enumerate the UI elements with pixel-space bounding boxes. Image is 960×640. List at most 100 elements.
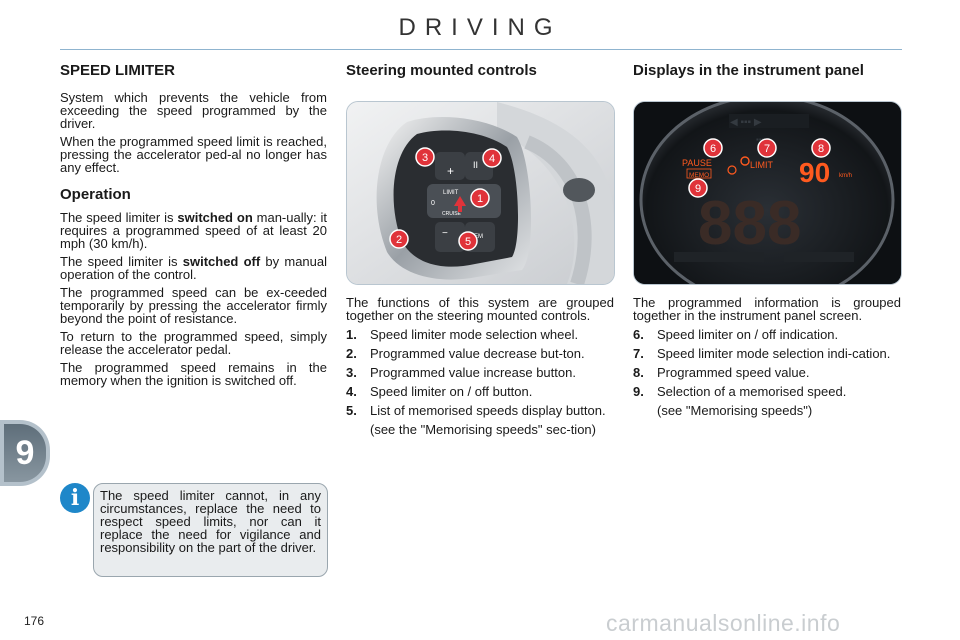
column-instrument-displays: Displays in the instrument panel bbox=[633, 62, 901, 79]
steering-wheel-icon bbox=[727, 165, 737, 175]
list-item: 2. Programmed value decrease but-ton. bbox=[346, 347, 614, 360]
list-item: 5. List of memorised speeds display butto… bbox=[346, 404, 614, 417]
displays-note: (see "Memorising speeds") bbox=[657, 403, 813, 418]
text-run: by manual operation of the control. bbox=[60, 254, 328, 282]
steering-controls-description: The functions of this system are grouped… bbox=[346, 296, 614, 442]
info-box: The speed limiter cannot, in any circums… bbox=[93, 483, 328, 577]
emphasis-switched-off: switched off bbox=[182, 254, 261, 269]
badge-3: 3 bbox=[415, 147, 435, 167]
item-number: 5. bbox=[346, 403, 357, 418]
instrument-displays-description: The programmed information is grouped to… bbox=[633, 296, 901, 423]
steering-wheel-illustration: + II LIMIT CRUISE 0 − MEM 1 2 3 4 5 bbox=[347, 102, 614, 284]
operation-paragraph-2: The speed limiter is switched off by man… bbox=[60, 255, 327, 281]
info-text: The speed limiter cannot, in any circums… bbox=[100, 488, 321, 555]
list-item: 1. Speed limiter mode selection wheel. bbox=[346, 328, 614, 341]
item-number: 8. bbox=[633, 365, 644, 380]
info-note: i The speed limiter cannot, in any circu… bbox=[60, 483, 328, 577]
page-number: 176 bbox=[24, 614, 45, 628]
operation-heading: Operation bbox=[60, 186, 131, 203]
programmed-speed-value: 90 bbox=[799, 157, 830, 188]
emphasis-switched-on: switched on bbox=[177, 210, 253, 225]
svg-text:7: 7 bbox=[764, 143, 770, 155]
badge-6: 6 bbox=[703, 138, 723, 158]
item-number: 7. bbox=[633, 346, 644, 361]
svg-text:2: 2 bbox=[396, 234, 402, 246]
limiter-icon bbox=[740, 156, 750, 166]
instrument-displays-list: 6.Speed limiter on / off indication. 7. S… bbox=[633, 328, 901, 398]
limit-indicator: LIMIT bbox=[750, 160, 774, 170]
steering-note: (see the "Memorising speeds" sec-tion) bbox=[370, 422, 596, 437]
operation-paragraph-4: To return to the programmed speed, simpl… bbox=[60, 329, 327, 357]
page-title: DRIVING bbox=[398, 14, 562, 41]
item-text: Speed limiter on / off indication. bbox=[657, 327, 839, 342]
limit-label: LIMIT bbox=[443, 190, 459, 196]
item-number: 9. bbox=[633, 384, 644, 399]
badge-5: 5 bbox=[458, 231, 478, 251]
minus-label: − bbox=[442, 228, 448, 239]
displays-heading: Displays in the instrument panel bbox=[633, 62, 864, 79]
speed-limiter-heading: SPEED LIMITER bbox=[60, 62, 176, 79]
steering-controls-list: 1. Speed limiter mode selection wheel. 2.… bbox=[346, 328, 614, 417]
item-text: Programmed value decrease but-ton. bbox=[370, 346, 585, 361]
pause-indicator: PAUSE bbox=[682, 158, 712, 168]
badge-8: 8 bbox=[811, 138, 831, 158]
intro-paragraph-2: When the programmed speed limit is reach… bbox=[60, 134, 327, 175]
item-text: Programmed value increase button. bbox=[370, 365, 576, 380]
column-speed-limiter: SPEED LIMITER System which prevents the … bbox=[60, 62, 327, 392]
operation-paragraph-1: The speed limiter is switched on man-ual… bbox=[60, 211, 327, 250]
list-item: 7. Speed limiter mode selection indi-cati… bbox=[633, 347, 901, 360]
svg-text:5: 5 bbox=[465, 236, 471, 248]
svg-text:◀ ▪▪▪ ▶: ◀ ▪▪▪ ▶ bbox=[730, 117, 762, 128]
steering-controls-heading: Steering mounted controls bbox=[346, 62, 537, 79]
chapter-number: 9 bbox=[4, 424, 46, 482]
item-number: 4. bbox=[346, 384, 357, 399]
badge-9: 9 bbox=[688, 178, 708, 198]
list-item: 8. Programmed speed value. bbox=[633, 366, 901, 379]
intro-paragraph-1: System which prevents the vehicle from e… bbox=[60, 90, 327, 131]
badge-1: 1 bbox=[470, 188, 490, 208]
plus-label: + bbox=[447, 164, 454, 178]
instrument-panel-image: ◀ ▪▪▪ ▶ ▪▪▪▪ PAUSE LIMIT MEMO 90 km/h 88… bbox=[633, 101, 902, 285]
zero-label: 0 bbox=[431, 200, 435, 207]
svg-text:8: 8 bbox=[818, 143, 824, 155]
svg-text:9: 9 bbox=[695, 183, 701, 195]
item-number: 3. bbox=[346, 365, 357, 380]
svg-text:6: 6 bbox=[710, 143, 716, 155]
svg-text:1: 1 bbox=[477, 193, 483, 205]
item-text: Programmed speed value. bbox=[657, 365, 810, 380]
displays-intro: The programmed information is grouped to… bbox=[633, 295, 901, 323]
text-run: man-ually: it requires a programmed spee… bbox=[60, 210, 327, 251]
item-number: 2. bbox=[346, 346, 357, 361]
chapter-tab: 9 bbox=[0, 420, 50, 486]
svg-text:3: 3 bbox=[422, 152, 428, 164]
title-rule bbox=[60, 49, 902, 50]
info-icon: i bbox=[60, 483, 90, 513]
digital-readout-background: 888 bbox=[698, 189, 801, 258]
arrow-up-icon bbox=[454, 196, 466, 212]
item-number: 1. bbox=[346, 327, 357, 342]
list-item: 4.Speed limiter on / off button. bbox=[346, 385, 614, 398]
text-run: The speed limiter is bbox=[60, 210, 178, 225]
text-run: The speed limiter is bbox=[60, 254, 183, 269]
instrument-panel-illustration: ◀ ▪▪▪ ▶ ▪▪▪▪ PAUSE LIMIT MEMO 90 km/h 88… bbox=[634, 102, 901, 284]
cruise-label: CRUISE bbox=[442, 211, 462, 217]
steering-intro: The functions of this system are grouped… bbox=[346, 295, 614, 323]
badge-2: 2 bbox=[389, 229, 409, 249]
steering-controls-image: + II LIMIT CRUISE 0 − MEM 1 2 3 4 5 bbox=[346, 101, 615, 285]
column-steering-controls: Steering mounted controls bbox=[346, 62, 614, 79]
operation-paragraph-3: The programmed speed can be ex-ceeded te… bbox=[60, 285, 327, 326]
badge-4: 4 bbox=[482, 148, 502, 168]
list-item: 3. Programmed value increase button. bbox=[346, 366, 614, 379]
pause-label: II bbox=[473, 160, 478, 170]
watermark: carmanualsonline.info bbox=[606, 610, 841, 636]
svg-text:4: 4 bbox=[489, 153, 495, 165]
badge-7: 7 bbox=[757, 138, 777, 158]
item-text: Speed limiter mode selection wheel. bbox=[370, 327, 579, 342]
item-text: List of memorised speeds display button. bbox=[370, 403, 606, 418]
item-text: Selection of a memorised speed. bbox=[657, 384, 847, 399]
memo-indicator: MEMO bbox=[689, 172, 709, 179]
svg-text:▪▪▪▪: ▪▪▪▪ bbox=[756, 135, 768, 144]
list-item: 6.Speed limiter on / off indication. bbox=[633, 328, 901, 341]
operation-paragraph-5: The programmed speed remains in the memo… bbox=[60, 360, 327, 388]
item-text: Speed limiter mode selection indi-cation… bbox=[657, 346, 891, 361]
